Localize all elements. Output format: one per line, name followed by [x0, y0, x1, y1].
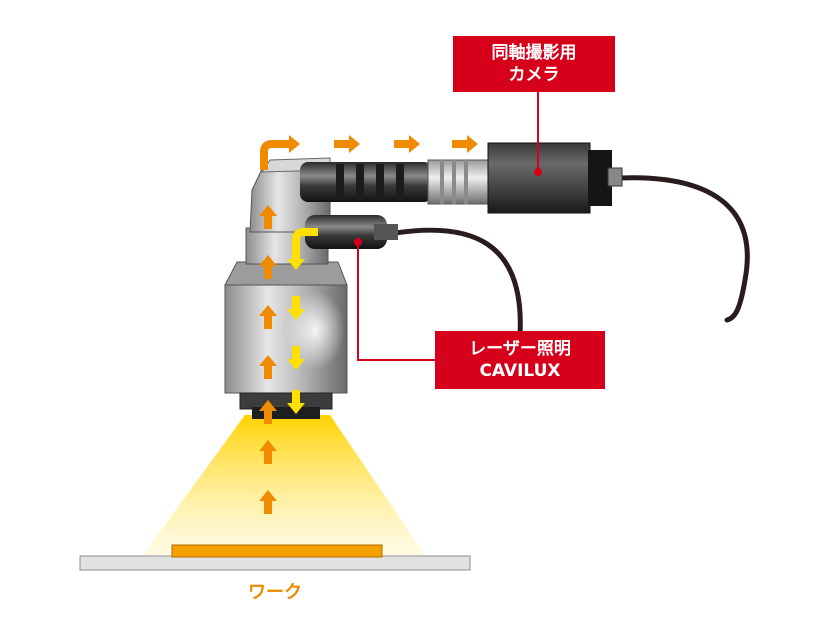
camera-lens-barrel	[427, 159, 491, 205]
illumination-arrow-down	[287, 246, 305, 270]
imaging-tube	[300, 162, 432, 202]
laser-leader-dot	[354, 238, 362, 246]
light-cone	[143, 415, 425, 555]
imaging-arrow-up	[259, 440, 277, 464]
tube-ring-2	[356, 164, 364, 200]
imaging-arrow-right	[334, 135, 360, 153]
illumination-arrow-down	[287, 390, 305, 414]
imaging-arrow-up	[259, 305, 277, 329]
lens-ridge-3	[464, 160, 468, 204]
imaging-arrow-up	[259, 355, 277, 379]
illumination-arrow-down	[287, 346, 305, 370]
tube-ring-3	[376, 164, 384, 200]
optic-bottom-ring	[239, 392, 333, 410]
work-label: ワーク	[248, 582, 302, 603]
camera-leader-dot	[534, 168, 542, 176]
illumination-arrow-bend	[292, 228, 318, 250]
laser-head	[305, 215, 387, 249]
lens-ridge-1	[440, 160, 444, 204]
tube-ring-4	[396, 164, 404, 200]
camera-callout-line2: カメラ	[508, 65, 560, 85]
laser-callout-line1: レーザー照明	[469, 339, 571, 359]
laser-callout: レーザー照明 CAVILUX	[435, 331, 605, 389]
camera-connector	[607, 167, 623, 187]
illumination-arrow-down	[287, 296, 305, 320]
laser-cable	[392, 227, 523, 338]
imaging-arrow-up	[259, 255, 277, 279]
illumination-path-arrows	[287, 228, 318, 414]
imaging-arrow-right	[452, 135, 478, 153]
work-base-plate	[79, 555, 471, 571]
imaging-arrow-up	[259, 205, 277, 229]
camera-callout: 同軸撮影用 カメラ	[453, 36, 615, 92]
lens-ridge-2	[452, 160, 456, 204]
tube-ring-1	[336, 164, 344, 200]
imaging-arrow-up	[259, 490, 277, 514]
camera-cable	[617, 175, 750, 323]
laser-leader-line	[357, 242, 435, 361]
imaging-arrow-right	[394, 135, 420, 153]
imaging-arrow-bend	[260, 140, 286, 170]
work-piece	[171, 544, 383, 558]
imaging-arrow-up	[259, 400, 277, 424]
laser-callout-line2: CAVILUX	[479, 361, 561, 381]
imaging-arrow-right	[274, 135, 300, 153]
imaging-path-arrows	[259, 135, 478, 514]
laser-head-collar	[374, 224, 398, 240]
optic-upper-block	[224, 261, 348, 286]
camera-callout-line1: 同軸撮影用	[491, 43, 577, 63]
